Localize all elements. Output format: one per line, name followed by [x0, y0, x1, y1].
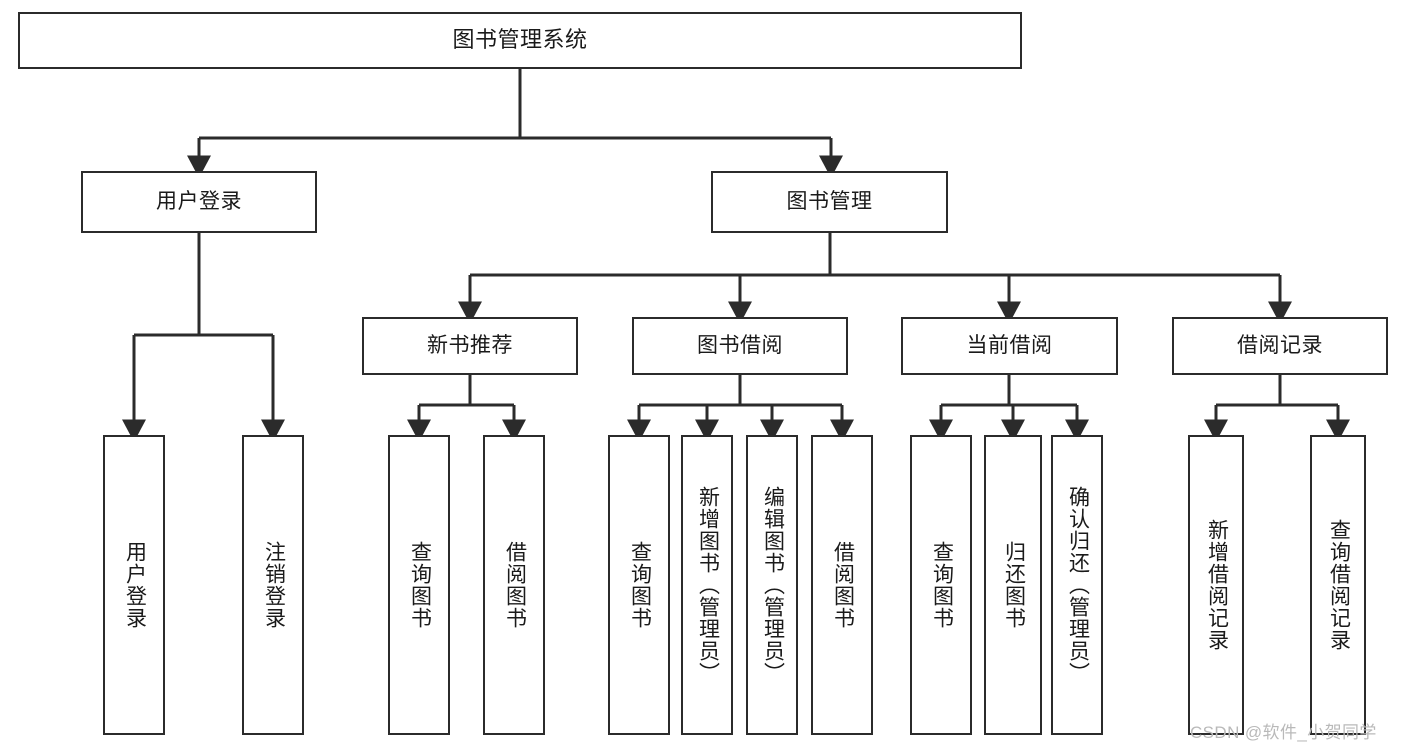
- leaf-user-logout[interactable]: 注销登录: [242, 435, 304, 735]
- leaf-borrow-book-label: 借阅图书: [831, 541, 855, 629]
- node-book-manage[interactable]: 图书管理: [711, 171, 948, 233]
- leaf-query-book-borrow-label: 查询图书: [628, 541, 652, 629]
- leaf-query-borrow-record-label: 查询借阅记录: [1327, 519, 1351, 651]
- leaf-query-book-rec[interactable]: 查询图书: [388, 435, 450, 735]
- node-user-login[interactable]: 用户登录: [81, 171, 317, 233]
- leaf-user-login-label: 用户登录: [123, 541, 147, 629]
- node-new-book-rec-label: 新书推荐: [427, 334, 513, 358]
- leaf-query-book-rec-label: 查询图书: [408, 541, 432, 629]
- leaf-add-book-admin[interactable]: 新增图书（管理员）: [681, 435, 733, 735]
- node-current-borrow-label: 当前借阅: [966, 334, 1053, 358]
- node-current-borrow[interactable]: 当前借阅: [901, 317, 1118, 375]
- csdn-watermark-text: CSDN @软件_小贺同学: [1190, 723, 1377, 742]
- leaf-add-borrow-record-label: 新增借阅记录: [1205, 519, 1229, 651]
- leaf-borrow-book-rec[interactable]: 借阅图书: [483, 435, 545, 735]
- node-book-borrow[interactable]: 图书借阅: [632, 317, 848, 375]
- leaf-borrow-book[interactable]: 借阅图书: [811, 435, 873, 735]
- node-root-label: 图书管理系统: [452, 27, 588, 53]
- leaf-query-borrow-record[interactable]: 查询借阅记录: [1310, 435, 1366, 735]
- leaf-confirm-return-admin-label: 确认归还（管理员）: [1066, 486, 1090, 684]
- leaf-edit-book-admin-label: 编辑图书（管理员）: [761, 486, 785, 684]
- node-borrow-record-label: 借阅记录: [1237, 334, 1323, 358]
- node-book-borrow-label: 图书借阅: [697, 334, 783, 358]
- leaf-edit-book-admin[interactable]: 编辑图书（管理员）: [746, 435, 798, 735]
- leaf-user-login[interactable]: 用户登录: [103, 435, 165, 735]
- node-book-manage-label: 图书管理: [786, 190, 873, 214]
- leaf-query-book-current-label: 查询图书: [930, 541, 954, 629]
- node-new-book-rec[interactable]: 新书推荐: [362, 317, 578, 375]
- csdn-watermark: CSDN @软件_小贺同学: [1190, 718, 1377, 743]
- leaf-confirm-return-admin[interactable]: 确认归还（管理员）: [1051, 435, 1103, 735]
- leaf-return-book[interactable]: 归还图书: [984, 435, 1042, 735]
- leaf-query-book-current[interactable]: 查询图书: [910, 435, 972, 735]
- leaf-add-book-admin-label: 新增图书（管理员）: [696, 486, 720, 684]
- node-root[interactable]: 图书管理系统: [18, 12, 1022, 69]
- leaf-borrow-book-rec-label: 借阅图书: [503, 541, 527, 629]
- leaf-query-book-borrow[interactable]: 查询图书: [608, 435, 670, 735]
- leaf-user-logout-label: 注销登录: [262, 541, 286, 629]
- leaf-return-book-label: 归还图书: [1002, 541, 1026, 629]
- leaf-add-borrow-record[interactable]: 新增借阅记录: [1188, 435, 1244, 735]
- node-borrow-record[interactable]: 借阅记录: [1172, 317, 1388, 375]
- node-user-login-label: 用户登录: [156, 190, 242, 214]
